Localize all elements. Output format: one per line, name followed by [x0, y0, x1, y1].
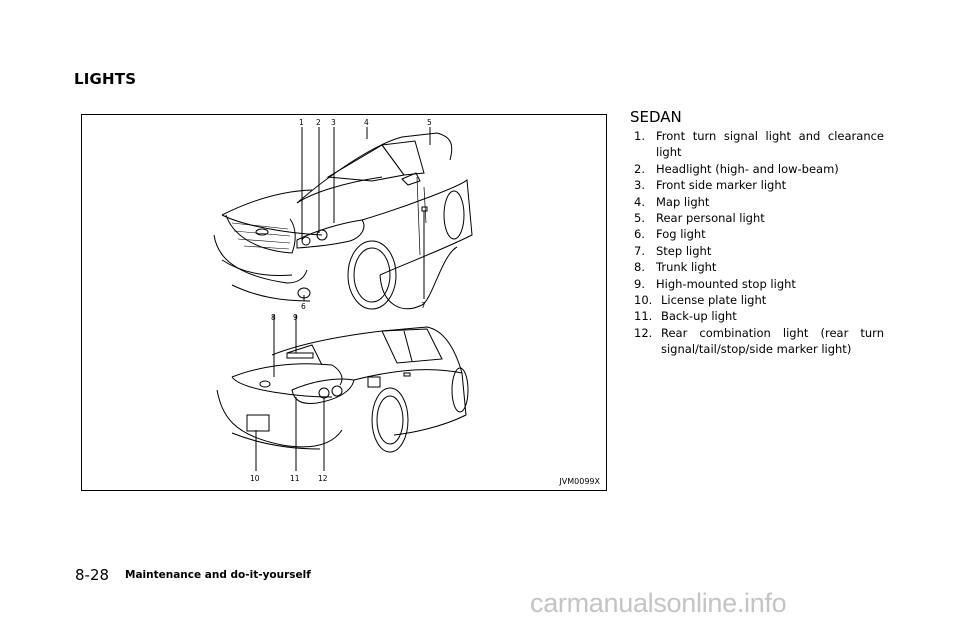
item-number: 1.	[634, 129, 645, 143]
item-number: 2.	[634, 161, 645, 176]
callout-9: 9	[293, 313, 298, 322]
callout-4: 4	[364, 118, 369, 127]
item-number: 4.	[634, 194, 645, 209]
item-number: 10.	[634, 293, 653, 308]
item-number: 12.	[634, 325, 653, 340]
callout-10: 10	[250, 474, 260, 483]
lights-list: 1. Front turn signal light and clearance …	[634, 128, 884, 358]
watermark: carmanualsonline.info	[530, 588, 787, 618]
item-text: Headlight (high- and low-beam)	[656, 161, 839, 176]
lights-figure: 1 2 3 4 5 6 7 8 9 10 11 12 JVM0099X	[81, 114, 607, 491]
list-item: 7. Step light	[634, 243, 884, 259]
list-item: 10. License plate light	[634, 292, 884, 308]
callout-11: 11	[290, 474, 300, 483]
list-item: 1. Front turn signal light and clearance …	[634, 128, 884, 161]
item-text: Back-up light	[661, 309, 737, 324]
list-item: 4. Map light	[634, 194, 884, 210]
list-item: 9. High-mounted stop light	[634, 276, 884, 292]
item-text: License plate light	[661, 293, 767, 308]
sedan-heading: SEDAN	[630, 108, 682, 126]
list-item: 2. Headlight (high- and low-beam)	[634, 161, 884, 177]
list-item: 12. Rear combination light (rear turn sig…	[634, 325, 884, 358]
front-car-drawing	[213, 127, 473, 310]
figure-code: JVM0099X	[559, 477, 600, 486]
callout-1: 1	[299, 118, 304, 127]
item-number: 7.	[634, 243, 645, 258]
rear-car-drawing	[216, 315, 469, 471]
item-number: 5.	[634, 211, 645, 226]
item-text: Rear personal light	[656, 211, 765, 226]
item-text: Rear combination light (rear turn signal…	[661, 325, 884, 357]
list-item: 3. Front side marker light	[634, 177, 884, 193]
list-item: 8. Trunk light	[634, 259, 884, 275]
callout-2: 2	[316, 118, 321, 127]
callout-8: 8	[271, 313, 276, 322]
callout-12: 12	[318, 474, 328, 483]
chapter-title: Maintenance and do-it-yourself	[125, 569, 311, 581]
item-text: Front side marker light	[656, 178, 787, 193]
item-text: Fog light	[656, 227, 706, 242]
list-item: 5. Rear personal light	[634, 210, 884, 226]
item-number: 6.	[634, 227, 645, 242]
list-item: 11. Back-up light	[634, 308, 884, 324]
callout-3: 3	[331, 118, 336, 127]
item-number: 8.	[634, 260, 645, 275]
item-number: 9.	[634, 276, 645, 291]
item-number: 11.	[634, 309, 653, 324]
car-illustration: 1 2 3 4 5 6 7 8 9 10 11 12	[213, 118, 473, 483]
callout-5: 5	[427, 118, 432, 127]
item-text: Front turn signal light and clearance li…	[656, 129, 884, 160]
callout-7: 7	[421, 301, 426, 310]
item-text: Trunk light	[656, 260, 717, 275]
item-text: High-mounted stop light	[656, 276, 796, 291]
item-text: Step light	[656, 243, 712, 258]
page-number: 8-28	[75, 566, 110, 584]
callout-6: 6	[301, 302, 306, 311]
item-number: 3.	[634, 178, 645, 193]
item-text: Map light	[656, 194, 710, 209]
section-title: LIGHTS	[74, 70, 137, 88]
list-item: 6. Fog light	[634, 226, 884, 242]
